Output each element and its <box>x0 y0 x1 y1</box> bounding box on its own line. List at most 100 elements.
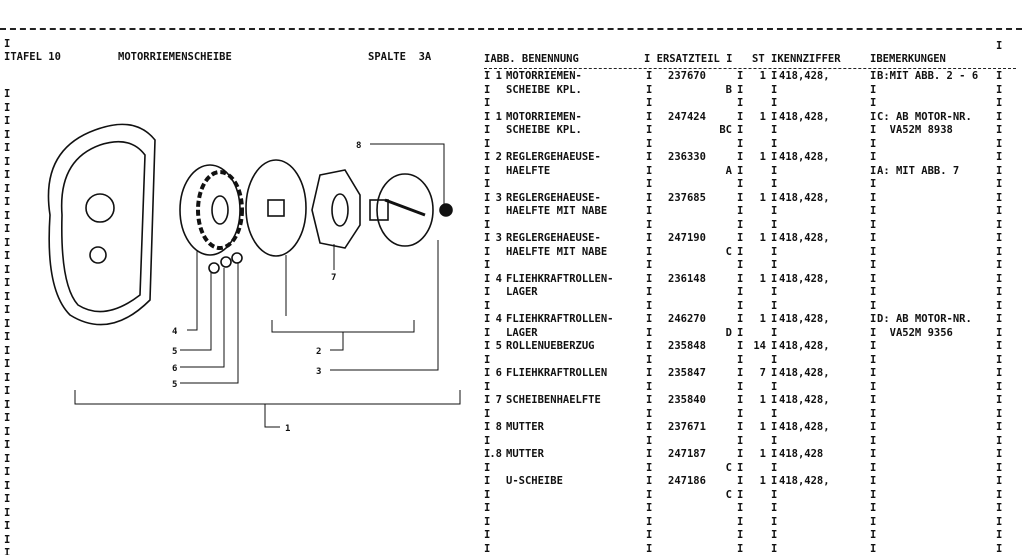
part-name: FLIEHKRAFTROLLEN- <box>506 272 614 285</box>
column-separator: I <box>646 380 653 393</box>
column-separator: I <box>646 232 653 244</box>
left-margin-marker: I <box>4 38 11 50</box>
quantity: 1 <box>759 394 766 406</box>
column-separator: I <box>996 475 1003 487</box>
column-separator: I <box>870 191 877 204</box>
margin-marker: I <box>4 263 11 276</box>
column-separator: I <box>771 488 778 501</box>
margin-marker: I <box>4 493 11 505</box>
part-name: SCHEIBENHAELFTE <box>506 394 601 406</box>
column-separator: I <box>870 434 877 447</box>
spalte-label: SPALTE 3A <box>368 51 432 63</box>
column-separator: I <box>771 205 778 217</box>
col-header-benennung: IABB. BENENNUNG <box>484 53 579 65</box>
column-separator: I <box>737 542 744 555</box>
column-separator: I <box>484 515 491 528</box>
bemerkung: VA52M 8938 <box>877 124 953 136</box>
part-name: SCHEIBE KPL. <box>506 83 582 96</box>
column-separator: I <box>870 313 877 325</box>
callout-1: 1 <box>285 424 290 434</box>
part-number: 237685 <box>668 191 706 204</box>
column-separator: I <box>737 259 744 271</box>
column-separator: I <box>996 245 1003 258</box>
bemerkung: A: MIT ABB. 7 <box>877 164 960 177</box>
callout-6: 6 <box>172 364 177 374</box>
column-separator: I <box>996 542 1003 555</box>
margin-marker: I <box>4 520 11 532</box>
margin-marker: I <box>4 128 11 141</box>
column-separator: I <box>996 286 1003 298</box>
column-separator: I <box>870 299 877 312</box>
column-separator: I <box>484 218 491 231</box>
column-separator: I <box>737 353 744 366</box>
column-separator: I <box>484 542 491 555</box>
kennziffer: 418,428, <box>779 272 830 285</box>
quantity: 1 <box>759 421 766 433</box>
column-separator: I <box>737 515 744 528</box>
column-separator: I <box>996 326 1003 339</box>
column-separator: I <box>646 434 653 447</box>
column-separator: I <box>646 448 653 460</box>
column-separator: I <box>870 407 877 420</box>
column-separator: I <box>870 232 877 244</box>
bemerkung: C: AB MOTOR-NR. <box>877 110 972 123</box>
column-separator: I <box>646 326 653 339</box>
column-separator: I <box>771 245 778 258</box>
part-name: HAELFTE MIT NABE <box>506 245 608 258</box>
margin-marker: I <box>4 479 11 492</box>
column-separator: I <box>646 272 653 285</box>
column-separator: I <box>771 272 778 285</box>
part-name: REGLERGEHAEUSE- <box>506 151 601 163</box>
part-number: 235847 <box>668 367 706 379</box>
col-header-right: I <box>996 40 1003 52</box>
column-separator: I <box>646 461 653 474</box>
callout-4: 4 <box>172 327 178 337</box>
margin-marker: I <box>4 425 11 438</box>
margin-marker: I <box>4 209 11 222</box>
column-separator: I <box>771 326 778 339</box>
column-separator: I <box>484 475 491 487</box>
column-separator: I <box>737 205 744 217</box>
column-separator: I <box>996 340 1003 352</box>
column-separator: I <box>646 218 653 231</box>
column-separator: I <box>484 529 491 541</box>
column-separator: I <box>646 151 653 163</box>
column-separator: I <box>737 124 744 136</box>
column-separator: I <box>870 367 877 379</box>
margin-marker: I <box>4 466 11 478</box>
col-header-st: ST <box>752 53 765 65</box>
column-separator: I <box>484 151 491 163</box>
margin-marker: I <box>4 331 11 343</box>
kennziffer: 418,428, <box>779 191 830 204</box>
column-separator: I <box>646 70 653 82</box>
pulley-hub <box>369 173 434 247</box>
column-separator: I <box>484 259 491 271</box>
column-separator: I <box>771 529 778 541</box>
part-code: C <box>725 245 732 258</box>
part-code: C <box>725 461 732 474</box>
margin-marker: I <box>4 385 11 397</box>
column-separator: I <box>484 299 491 312</box>
column-separator: I <box>646 299 653 312</box>
column-separator: I <box>646 83 653 96</box>
column-separator: I <box>870 421 877 433</box>
part-number: 237670 <box>668 70 706 82</box>
column-separator: I <box>771 232 778 244</box>
column-separator: I <box>870 488 877 501</box>
column-separator: I <box>484 340 491 352</box>
quantity: 14 <box>753 340 766 352</box>
column-separator: I <box>646 313 653 325</box>
column-separator: I <box>646 97 653 109</box>
column-separator: I <box>646 515 653 528</box>
column-separator: I <box>996 259 1003 271</box>
column-separator: I <box>996 110 1003 123</box>
column-separator: I <box>737 461 744 474</box>
column-separator: I <box>646 286 653 298</box>
column-separator: I <box>771 178 778 190</box>
column-separator: I <box>771 299 778 312</box>
part-name: MUTTER <box>506 421 544 433</box>
column-separator: I <box>646 421 653 433</box>
column-separator: I <box>484 380 491 393</box>
column-separator: I <box>484 272 491 285</box>
part-number: 246270 <box>668 313 706 325</box>
